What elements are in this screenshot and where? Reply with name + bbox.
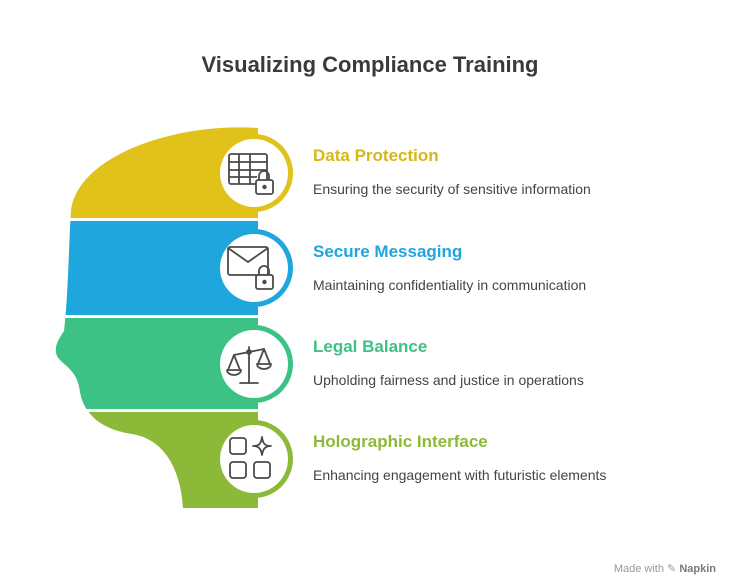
item-secure-messaging: Secure Messaging Maintaining confidentia…	[313, 242, 733, 293]
item-description: Maintaining confidentiality in communica…	[313, 277, 587, 293]
item-title: Secure Messaging	[313, 242, 463, 261]
table-lock-icon	[228, 153, 274, 195]
item-legal-balance: Legal Balance Upholding fairness and jus…	[313, 337, 733, 388]
scales-icon	[226, 346, 272, 384]
brand-name: Napkin	[679, 563, 716, 575]
made-with-label: Made with	[613, 563, 664, 575]
grid-sparkle-icon	[229, 436, 272, 479]
item-description: Upholding fairness and justice in operat…	[313, 372, 584, 388]
item-title: Legal Balance	[313, 337, 428, 356]
envelope-lock-icon	[227, 246, 274, 290]
item-data-protection: Data Protection Ensuring the security of…	[313, 146, 733, 197]
item-description: Ensuring the security of sensitive infor…	[313, 181, 591, 197]
item-title: Holographic Interface	[313, 432, 488, 451]
napkin-logo-icon: ✎	[667, 563, 677, 575]
footer-attribution: Made with ✎ Napkin	[614, 562, 716, 575]
item-title: Data Protection	[313, 146, 439, 165]
page-title: Visualizing Compliance Training	[201, 52, 539, 77]
item-description: Enhancing engagement with futuristic ele…	[313, 467, 607, 483]
item-holographic-interface: Holographic Interface Enhancing engageme…	[313, 432, 733, 483]
